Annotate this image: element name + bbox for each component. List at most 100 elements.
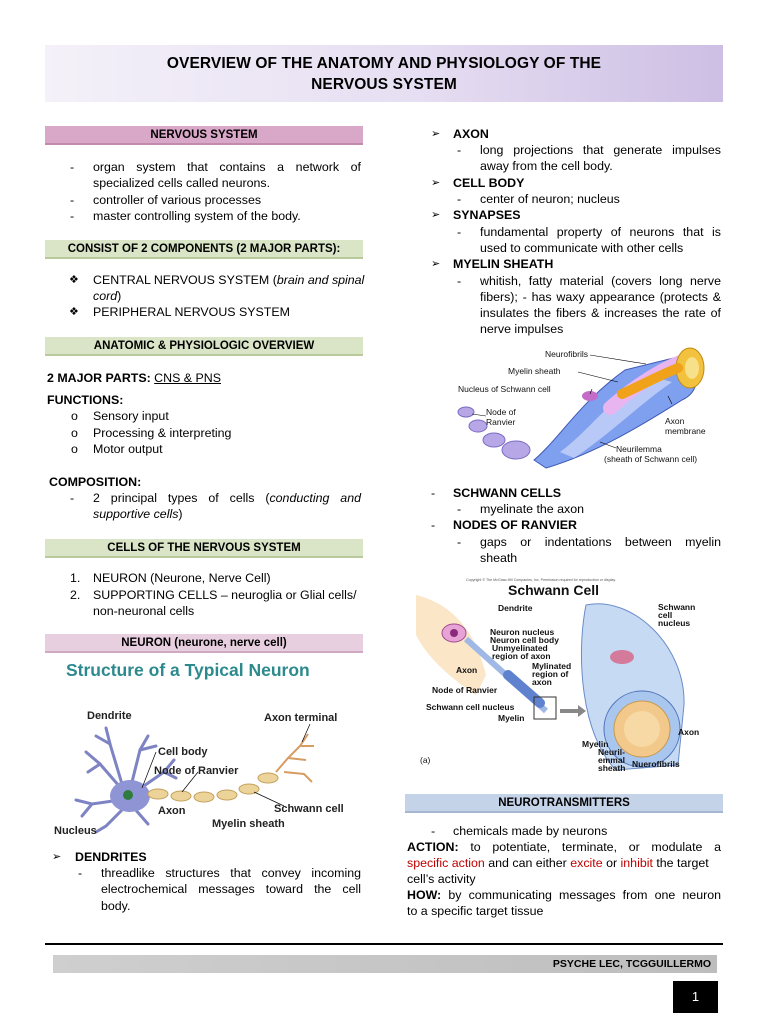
how-line-1: HOW: by communicating messages from one … <box>407 887 721 903</box>
fig1-label-neuri-2: (sheath of Schwann cell) <box>604 454 697 464</box>
number-2: 2. <box>70 588 81 602</box>
heading-neuron: NEURON (neurone, nerve cell) <box>45 634 363 653</box>
dash-bullet: - <box>457 192 462 206</box>
dash-bullet: - <box>70 160 75 174</box>
dash-bullet: - <box>457 502 462 516</box>
axon-text-b: away from the cell body. <box>480 159 613 173</box>
cns-italic: brain and spinal <box>276 273 365 287</box>
dash-bullet: - <box>431 486 436 500</box>
cns-line-2: cord) <box>93 288 121 304</box>
fig1-label-node-1: Node of <box>486 407 516 417</box>
synapses-text-a: fundamental property of neurons that is <box>480 225 721 239</box>
nodes-label: NODES OF RANVIER <box>453 518 577 532</box>
cellbody-label: CELL BODY <box>453 176 525 190</box>
arrow-bullet-icon: ➢ <box>52 851 62 863</box>
fig2-label-sc-2: cell <box>658 610 672 620</box>
major-parts-value: CNS & PNS <box>154 371 221 385</box>
action-line-3: cell’s activity <box>407 872 476 886</box>
arrow-bullet-icon: ➢ <box>431 128 441 140</box>
fig2-label-neuron-nucleus: Neuron nucleus <box>490 627 555 637</box>
dash-bullet: - <box>78 866 83 880</box>
fig1-label-neurofibrils: Neurofibrils <box>545 349 588 359</box>
fig2-label-neuri-3: sheath <box>598 763 625 773</box>
label-myelin-sheath: Myelin sheath <box>212 818 285 830</box>
dash-bullet: - <box>70 209 75 223</box>
dash-bullet: - <box>431 824 436 838</box>
number-1: 1. <box>70 571 81 585</box>
fig1-label-axon-2: membrane <box>665 426 706 436</box>
action-text-a: to potentiate, terminate, or modulate a <box>458 840 721 854</box>
fig2-label-neuron-cellbody: Neuron cell body <box>490 635 559 645</box>
myelin-text-b: fibers); - has waxy appearance (protects… <box>480 290 721 304</box>
comp-text: 2 principal types of cells ( <box>93 491 270 505</box>
function-3: Motor output <box>93 442 163 456</box>
myelin-sheath-figure: Neurofibrils Myelin sheath Nucleus of Sc… <box>450 342 715 472</box>
title-line-2: NERVOUS SYSTEM <box>311 76 457 93</box>
how-line-2: to a specific target tissue <box>407 904 544 918</box>
cellbody-text: center of neuron; nucleus <box>480 192 620 206</box>
ns-text-1a: organ system that contains a network of <box>93 160 361 174</box>
major-parts-label: 2 MAJOR PARTS: <box>47 371 155 385</box>
circle-bullet-icon: o <box>71 426 78 440</box>
function-2: Processing & interpreting <box>93 426 232 440</box>
arrow-bullet-icon: ➢ <box>431 209 441 221</box>
title-line-1: OVERVIEW OF THE ANATOMY AND PHYSIOLOGY O… <box>166 55 602 72</box>
label-axon-terminal: Axon terminal <box>264 712 337 724</box>
cns-text: CENTRAL NERVOUS SYSTEM ( <box>93 273 277 287</box>
heading-cells: CELLS OF THE NERVOUS SYSTEM <box>45 539 363 558</box>
composition-line-1: 2 principal types of cells (conducting a… <box>93 490 361 506</box>
label-nucleus: Nucleus <box>54 825 97 837</box>
action-red-3: inhibit <box>620 856 653 870</box>
ns-text-1b: specialized cells called neurons. <box>93 176 271 190</box>
schwann-cell-figure: Copyright © The McGraw-Hill Companies, I… <box>416 575 702 778</box>
fig2-label-node: Node of Ranvier <box>432 685 498 695</box>
fig2-label-myelin: Myelin <box>498 713 524 723</box>
dendrites-text-b: electrochemical messages toward the cell <box>101 882 361 896</box>
page-title: OVERVIEW OF THE ANATOMY AND PHYSIOLOGY O… <box>45 45 723 102</box>
fig2-label-axon-r: Axon <box>678 727 699 737</box>
action-label: ACTION: <box>407 840 459 854</box>
dash-bullet: - <box>457 535 462 549</box>
function-1: Sensory input <box>93 409 169 423</box>
heading-nervous-system: NERVOUS SYSTEM <box>45 126 363 145</box>
axon-label: AXON <box>453 127 489 141</box>
dash-bullet: - <box>457 274 462 288</box>
schwann-label: SCHWANN CELLS <box>453 486 562 500</box>
dendrites-text-a: threadlike structures that convey incomi… <box>101 866 361 880</box>
neuron-figure-title: Structure of a Typical Neuron <box>66 660 310 680</box>
fig2-label-myl-1: Mylinated <box>532 661 571 671</box>
action-red-1: specific action <box>407 856 485 870</box>
dendrites-text-c: body. <box>101 899 131 913</box>
dash-bullet: - <box>457 225 462 239</box>
neuron-structure-figure: Structure of a Typical Neuron Dendrite <box>48 654 362 840</box>
action-red-2: excite <box>570 856 603 870</box>
label-node-of-ranvier: Node of Ranvier <box>154 765 239 777</box>
fig2-label-neuri-2: emmal <box>598 755 625 765</box>
myelin-text-a: whitish, fatty material (covers long ner… <box>480 274 721 288</box>
action-line-1: ACTION: to potentiate, terminate, or mod… <box>407 839 721 855</box>
page-number: 1 <box>673 981 718 1013</box>
label-schwann-cell: Schwann cell <box>274 803 344 815</box>
fig2-title: Schwann Cell <box>508 582 599 598</box>
diamond-bullet-icon: ❖ <box>69 306 79 318</box>
fig1-label-myelin: Myelin sheath <box>508 366 561 376</box>
heading-consist: CONSIST OF 2 COMPONENTS (2 MAJOR PARTS): <box>45 240 363 259</box>
fig2-label-neuri-1: Neuril- <box>598 747 625 757</box>
pns-text: PERIPHERAL NERVOUS SYSTEM <box>93 305 290 319</box>
dash-bullet: - <box>457 143 462 157</box>
cells-item-2b: non-neuronal cells <box>93 604 195 618</box>
cells-item-1: NEURON (Neurone, Nerve Cell) <box>93 571 271 585</box>
action-text-b: and can either <box>484 856 571 870</box>
heading-anatomic: ANATOMIC & PHYSIOLOGIC OVERVIEW <box>45 337 363 356</box>
axon-text-a: long projections that generate impulses <box>480 143 721 157</box>
myelin-text-c: insulates the fibers & increases the rat… <box>480 306 721 320</box>
footer-course: PSYCHE LEC, TCGGUILLERMO <box>53 955 717 973</box>
dash-bullet: - <box>70 193 75 207</box>
cells-item-2a: SUPPORTING CELLS – neuroglia or Glial ce… <box>93 588 357 602</box>
fig2-label-sc-3: nucleus <box>658 618 690 628</box>
diamond-bullet-icon: ❖ <box>69 274 79 286</box>
schwann-text: myelinate the axon <box>480 502 585 516</box>
fig2-panel-label: (a) <box>420 755 431 765</box>
fig1-label-node-2: Ranvier <box>486 417 515 427</box>
circle-bullet-icon: o <box>71 442 78 456</box>
